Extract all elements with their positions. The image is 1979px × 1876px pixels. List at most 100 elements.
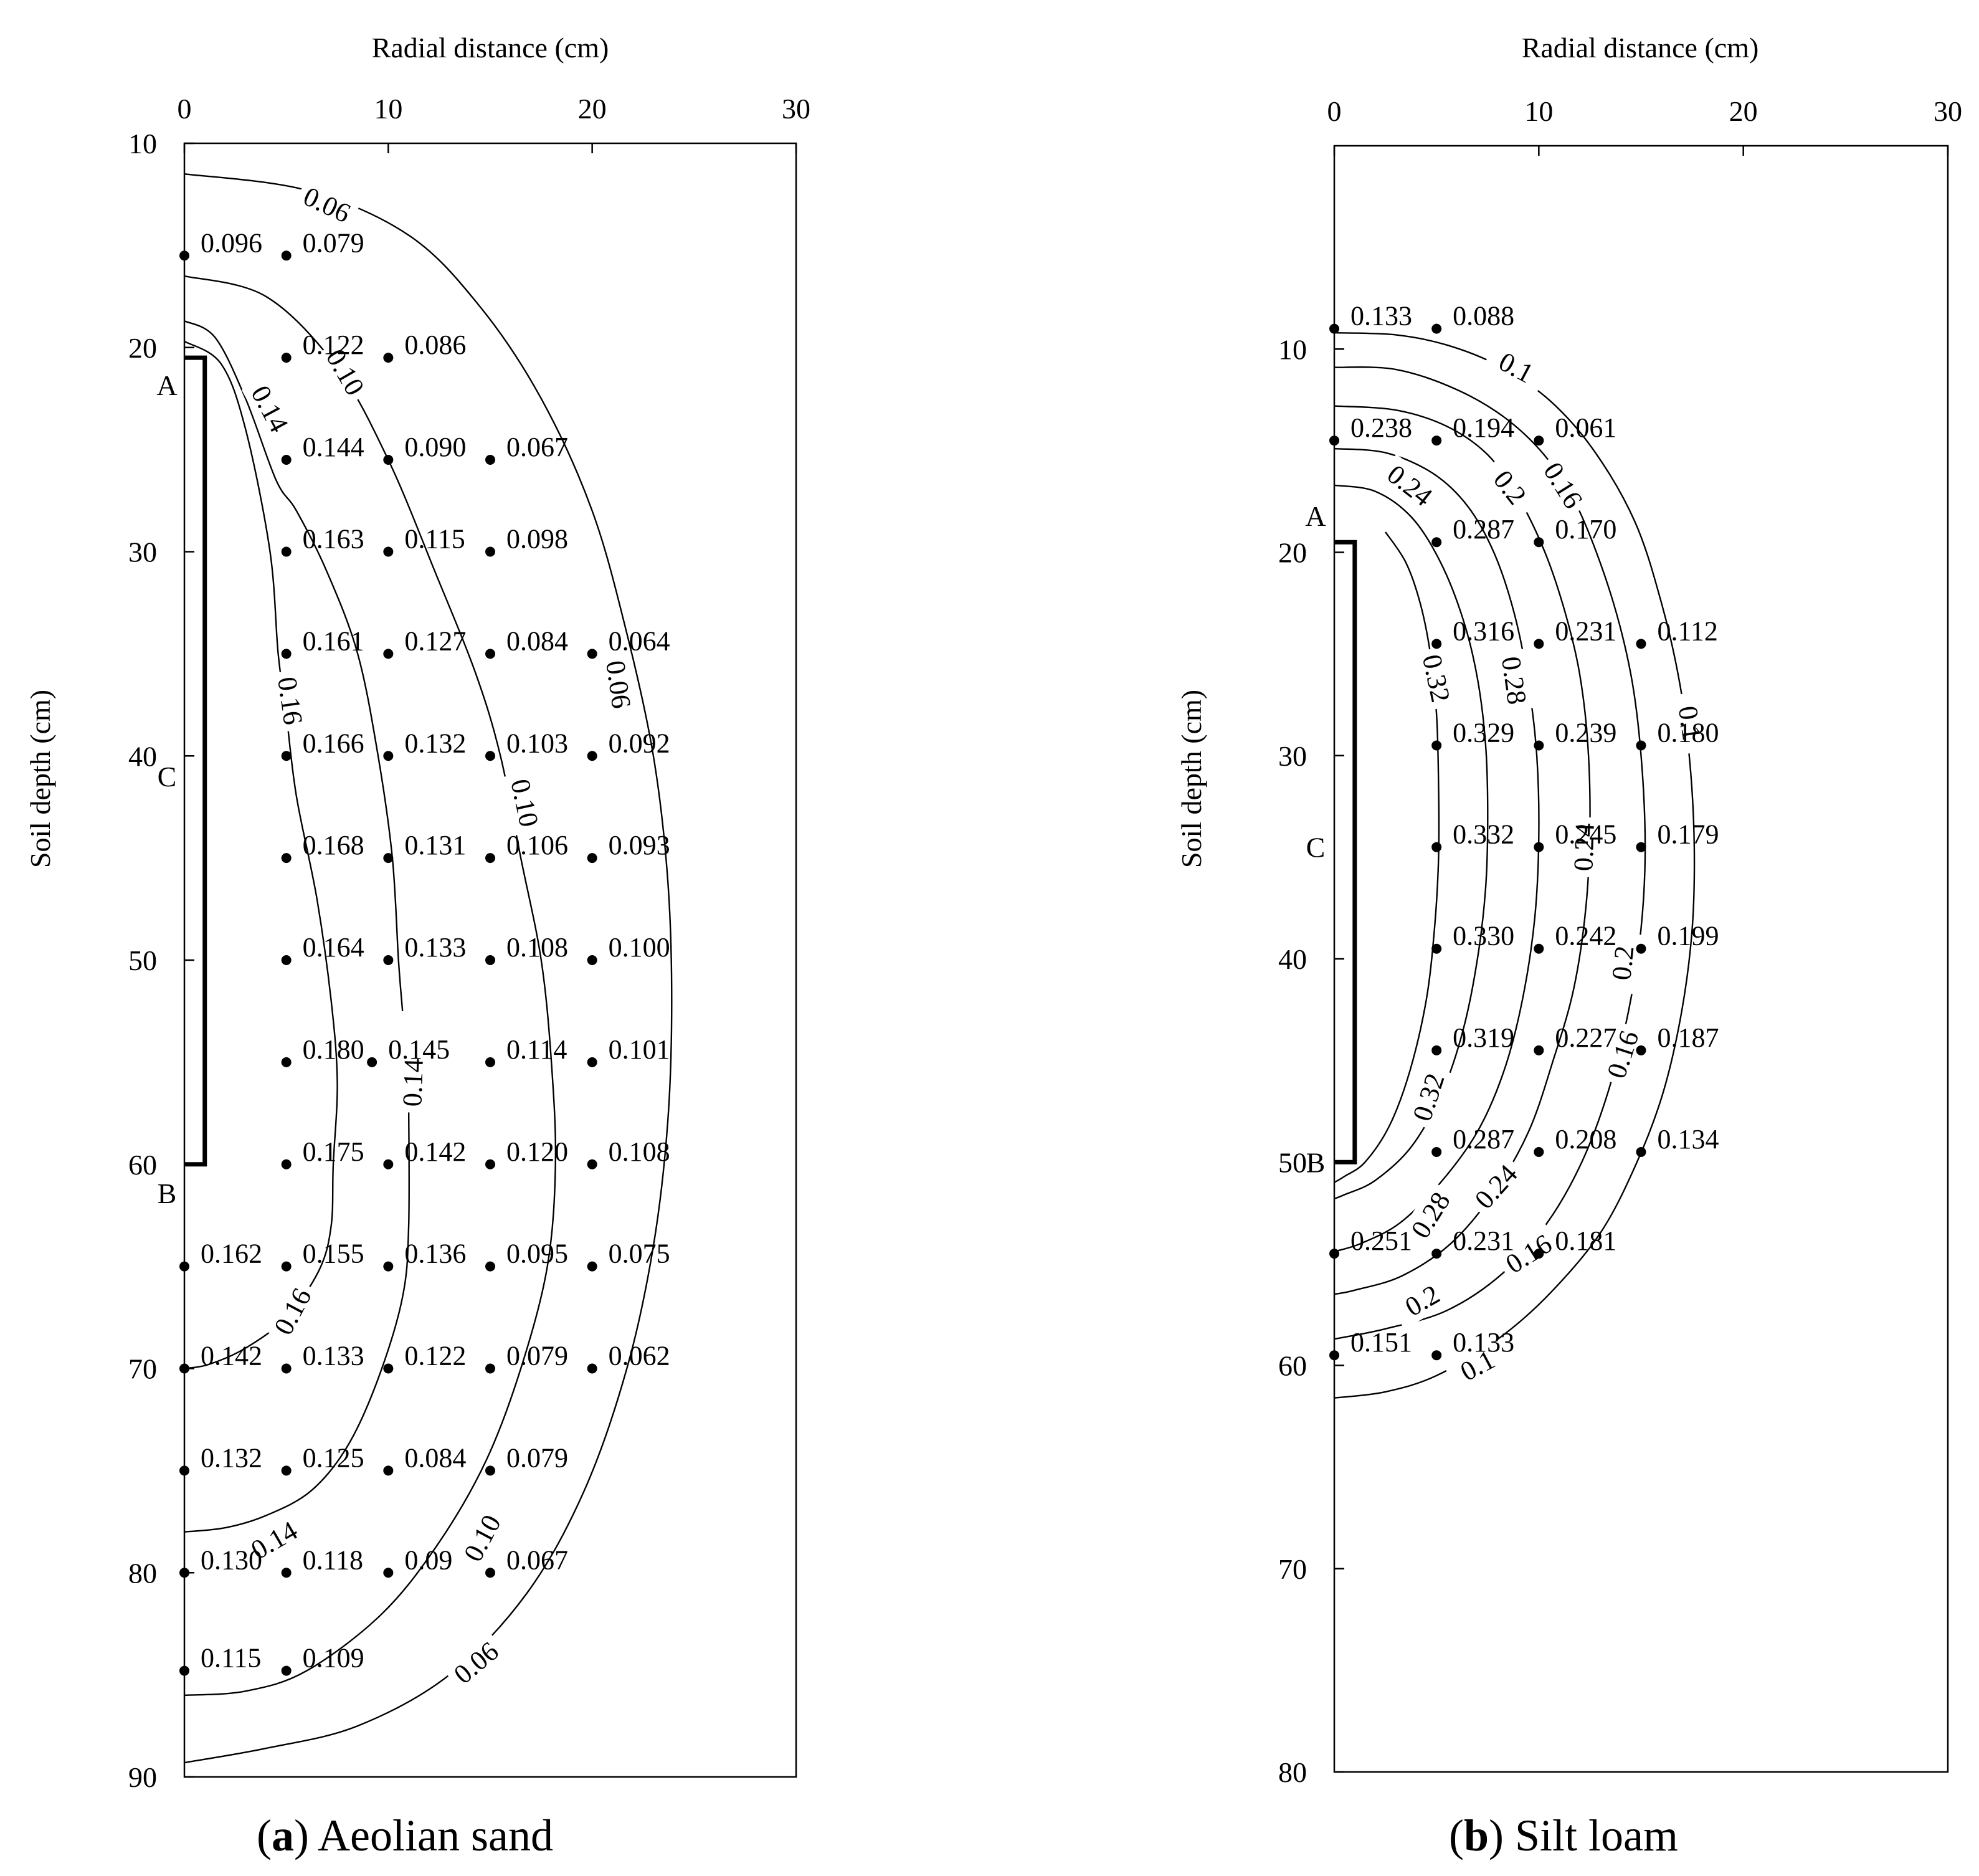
panel-b-data-label: 0.231	[1453, 1226, 1514, 1256]
panel-a-y-tick-label: 30	[128, 536, 157, 568]
panel-a-data-point	[281, 853, 292, 864]
panel-a-x-tick-label: 30	[782, 93, 810, 125]
panel-b-data-point	[1431, 1249, 1442, 1259]
panel-a-data-point	[179, 1465, 189, 1476]
panel-a-data-label: 0.155	[303, 1239, 364, 1269]
panel-a-data-point	[383, 1159, 394, 1169]
panel-b-contour-label-bg	[1400, 1181, 1460, 1249]
panel-b-data-label: 0.330	[1453, 921, 1514, 951]
panel-a-data-point	[383, 1261, 394, 1272]
panel-a-y-tick-label: 70	[128, 1353, 157, 1385]
panel-a-data-label: 0.114	[506, 1034, 567, 1065]
panel-a-markers: ACB	[156, 369, 177, 1209]
panel-b-y-tick-label: 70	[1278, 1553, 1307, 1585]
panel-a-data-label: 0.067	[506, 1545, 568, 1575]
panel-b-plot-frame	[1333, 145, 1949, 1773]
panel-a-data-label: 0.131	[404, 830, 466, 860]
panel-b-markers: ACB	[1305, 500, 1326, 1178]
panel-b-data-point	[1431, 1350, 1442, 1361]
panel-b-data-label: 0.170	[1555, 514, 1616, 545]
panel-a-contour-label: 0.10	[505, 776, 544, 830]
panel-a-data-point	[485, 649, 495, 659]
panel-b-data-label: 0.238	[1350, 412, 1412, 443]
panel-a-contour-0.14	[184, 1103, 411, 1533]
panel-b-contour-label-bg	[1403, 1064, 1453, 1131]
panel-b-data-label: 0.187	[1658, 1022, 1719, 1053]
panel-a-data-point	[485, 1363, 495, 1374]
panel-b-data-point	[1636, 740, 1646, 751]
panel-b-y-tick-label: 80	[1278, 1756, 1307, 1788]
panel-a-data-label: 0.175	[303, 1136, 364, 1167]
panel-b-data-label: 0.287	[1453, 1124, 1514, 1155]
panel-b-contour-label-bg	[1494, 1224, 1563, 1283]
panel-a-data-label: 0.132	[404, 728, 466, 758]
panel-b-data-label: 0.287	[1453, 514, 1514, 545]
panel-a-contour-label: 0.14	[397, 1058, 429, 1107]
panel-a-data-point	[179, 1261, 189, 1272]
panel-b-data-label: 0.088	[1453, 301, 1514, 331]
panel-b-data-label: 0.316	[1453, 616, 1514, 646]
panel-a-data-label: 0.142	[404, 1136, 466, 1167]
panel-a-data-label: 0.130	[201, 1545, 262, 1575]
panel-b-data-point	[1431, 537, 1442, 548]
panel-a-data-label: 0.162	[201, 1239, 262, 1269]
panel-a-contour-lines: 0.060.060.060.100.100.100.140.140.140.16…	[184, 173, 673, 1764]
panel-b-data-label: 0.245	[1555, 819, 1616, 850]
panel-a-data-point	[281, 1261, 292, 1272]
panel-b-contour-0.24	[1334, 447, 1540, 1252]
panel-a-data-label: 0.093	[609, 830, 670, 860]
panel-b-contour-label: 0.32	[1417, 652, 1456, 705]
panel-a-y-tick-label: 60	[128, 1149, 157, 1181]
panel-a-data-point	[587, 853, 597, 864]
panel-a-x-tick-label: 10	[374, 93, 402, 125]
panel-a-contour-label-bg	[598, 652, 639, 717]
panel-b-data-label: 0.179	[1658, 819, 1719, 850]
panel-a-data-point	[485, 853, 495, 864]
panel-a-marker-A: A	[156, 369, 177, 401]
panel-b-caption-letter: b	[1464, 1811, 1489, 1860]
panel-a-data-label: 0.079	[303, 227, 364, 258]
panel-a-data-label: 0.115	[404, 524, 465, 555]
panel-a-data-point	[383, 353, 394, 363]
panel-a-y-tick-label: 90	[128, 1761, 157, 1793]
panel-a-data-point	[281, 353, 292, 363]
panel-b-data-point	[1329, 323, 1339, 334]
panel-a-contour-label-bg	[503, 770, 548, 836]
panel-b-data-label: 0.239	[1555, 717, 1616, 748]
panel-a-x-axis-label: Radial distance (cm)	[372, 32, 609, 64]
panel-a-contour-label-bg	[453, 1503, 511, 1573]
panel-b-data-point	[1534, 639, 1544, 649]
panel-a-y-tick-label: 10	[128, 128, 157, 160]
panel-b-x-axis-label: Radial distance (cm)	[1522, 32, 1759, 64]
panel-b-data-point	[1534, 740, 1544, 751]
panel-b-data-point	[1534, 842, 1544, 852]
panel-a-data-point	[281, 546, 292, 557]
panel-b-data-label: 0.061	[1555, 412, 1616, 443]
panel-a-contour-label-bg	[293, 177, 361, 232]
panel-a-data-label: 0.133	[303, 1341, 364, 1371]
panel-a-data-point	[383, 649, 394, 659]
panel-b-caption-text: Silt loam	[1515, 1811, 1678, 1860]
panel-b-data-label: 0.332	[1453, 819, 1514, 850]
panel-b-data-point	[1431, 740, 1442, 751]
panel-a-contour-label-bg	[241, 374, 298, 443]
panel-a-data-label: 0.09	[404, 1545, 452, 1575]
panel-a-data-label: 0.095	[506, 1239, 568, 1269]
panel-b-contour-label-bg	[1669, 691, 1711, 755]
panel-b-x-tick-label: 30	[1934, 95, 1962, 127]
panel-a-data-label: 0.136	[404, 1239, 466, 1269]
panel-a-data-label: 0.145	[388, 1034, 450, 1065]
panel-b-data-label: 0.151	[1350, 1327, 1412, 1358]
panel-b-data-point	[1431, 1045, 1442, 1055]
panel-b-data-point	[1534, 1045, 1544, 1055]
panel-b-data-point	[1329, 436, 1339, 446]
panel-b-y-tick-label: 50	[1278, 1146, 1307, 1178]
panel-a-contour-label-bg	[442, 1631, 510, 1695]
panel-b-data-label: 0.199	[1658, 921, 1719, 951]
panel-a-data-point	[281, 1159, 292, 1169]
panel-a-data-label: 0.101	[609, 1034, 670, 1065]
panel-b-contour-label: 0.1	[1673, 704, 1707, 742]
